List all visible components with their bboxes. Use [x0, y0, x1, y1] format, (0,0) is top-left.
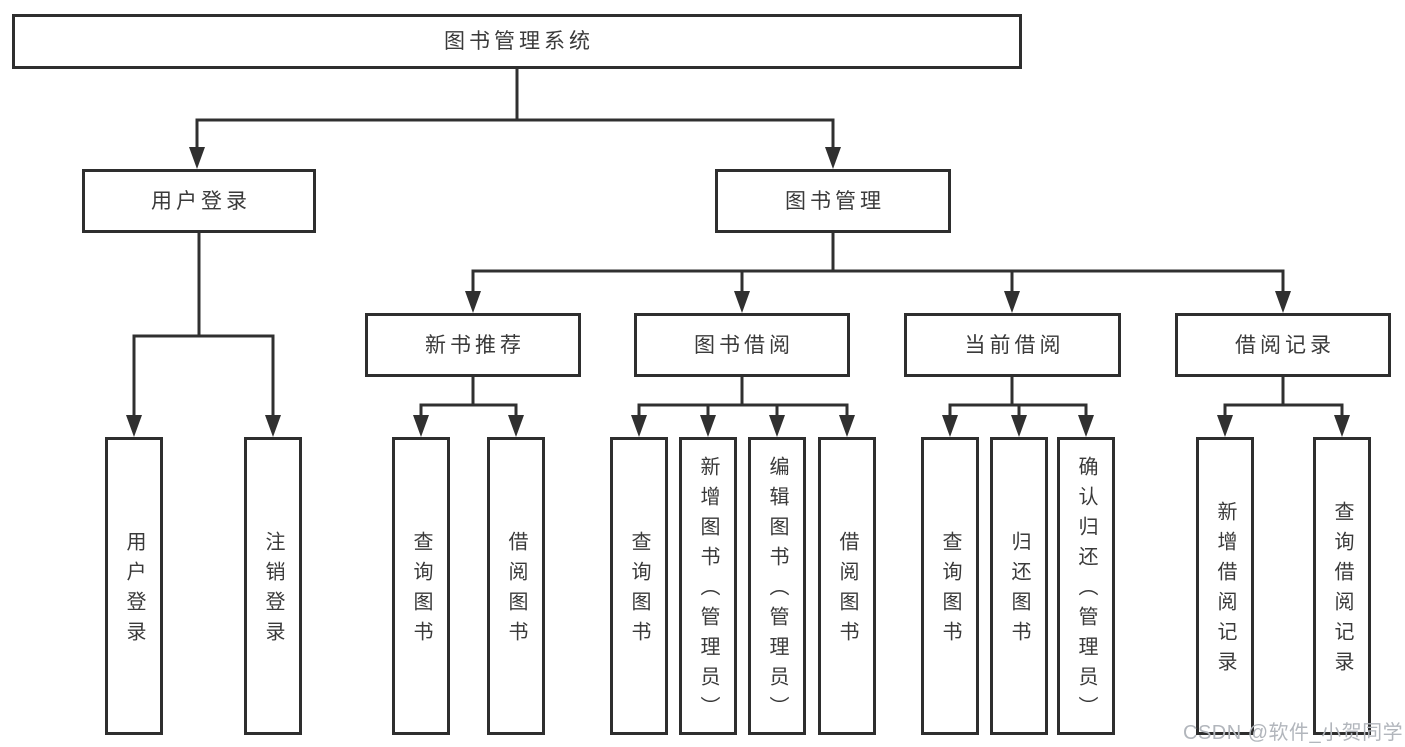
watermark-text: CSDN @软件_小贺同学 [1183, 722, 1404, 744]
node-label: 图书借阅 [694, 333, 794, 357]
leaf-edit-book-admin: 编辑图书（管理员） [748, 437, 806, 735]
leaf-label: 归还图书 [1008, 531, 1030, 651]
node-label: 用户登录 [151, 189, 251, 213]
leaf-label: 查询图书 [410, 531, 432, 651]
node-new-book-recommendation: 新书推荐 [365, 313, 581, 377]
leaf-label: 新增图书（管理员） [697, 456, 719, 726]
leaf-label: 注销登录 [262, 531, 284, 651]
leaf-add-borrow-record: 新增借阅记录 [1196, 437, 1254, 735]
leaf-label: 借阅图书 [836, 531, 858, 651]
leaf-label: 查询借阅记录 [1331, 501, 1353, 681]
leaf-label: 查询图书 [628, 531, 650, 651]
arrowheads [126, 147, 1350, 437]
leaf-label: 查询图书 [939, 531, 961, 651]
node-book-borrowing: 图书借阅 [634, 313, 850, 377]
node-book-management: 图书管理 [715, 169, 951, 233]
node-current-borrowing: 当前借阅 [904, 313, 1121, 377]
leaf-query-books-borrowing: 查询图书 [610, 437, 668, 735]
node-borrowing-records: 借阅记录 [1175, 313, 1391, 377]
node-label: 当前借阅 [964, 333, 1065, 357]
leaf-borrow-books-recommend: 借阅图书 [487, 437, 545, 735]
leaf-user-login: 用户登录 [105, 437, 163, 735]
leaf-query-books-recommend: 查询图书 [392, 437, 450, 735]
node-label: 新书推荐 [425, 333, 525, 357]
leaf-borrow-books-borrowing: 借阅图书 [818, 437, 876, 735]
node-user-login: 用户登录 [82, 169, 316, 233]
node-label: 图书管理 [785, 189, 885, 213]
leaf-return-books: 归还图书 [990, 437, 1048, 735]
leaf-label: 编辑图书（管理员） [766, 456, 788, 726]
leaf-query-borrow-record: 查询借阅记录 [1313, 437, 1371, 735]
leaf-logout-login: 注销登录 [244, 437, 302, 735]
leaf-add-book-admin: 新增图书（管理员） [679, 437, 737, 735]
leaf-label: 用户登录 [123, 531, 145, 651]
node-label: 借阅记录 [1235, 333, 1335, 357]
node-library-management-system: 图书管理系统 [12, 14, 1022, 69]
leaf-label: 确认归还（管理员） [1075, 456, 1097, 726]
node-label: 图书管理系统 [444, 30, 594, 53]
leaf-confirm-return-admin: 确认归还（管理员） [1057, 437, 1115, 735]
leaf-label: 新增借阅记录 [1214, 501, 1236, 681]
leaf-query-books-current: 查询图书 [921, 437, 979, 735]
leaf-label: 借阅图书 [505, 531, 527, 651]
